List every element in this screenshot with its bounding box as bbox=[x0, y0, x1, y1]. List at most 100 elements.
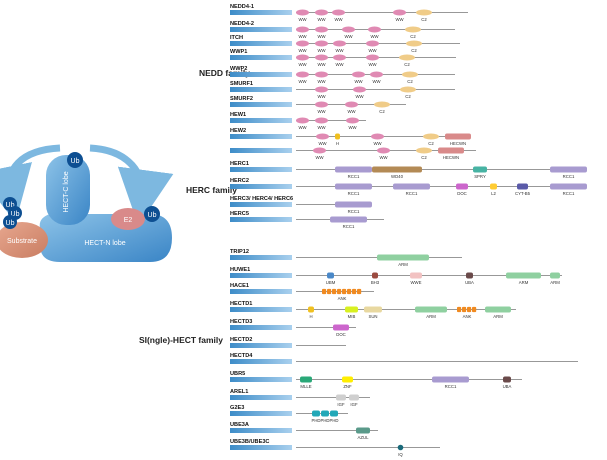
domain-ww bbox=[377, 147, 390, 154]
domain-ww bbox=[342, 26, 355, 33]
domain-igf bbox=[349, 394, 359, 401]
domain-label: C2 bbox=[421, 17, 427, 22]
domain-label: CYT-B5 bbox=[515, 191, 531, 196]
family-label: NEDD family bbox=[199, 68, 250, 78]
domain-label: WW bbox=[372, 79, 381, 84]
domain-label: WW bbox=[298, 62, 307, 67]
hect-domain-bar bbox=[230, 10, 292, 15]
domain-ww bbox=[296, 40, 309, 47]
domain-mib bbox=[345, 306, 358, 313]
protein-name: TRIP12 bbox=[230, 249, 249, 255]
domain-label: C2 bbox=[405, 94, 411, 99]
domain-label: WW bbox=[373, 141, 382, 146]
domain-arm bbox=[550, 272, 560, 279]
domain-label: C2 bbox=[411, 48, 417, 53]
hect-domain-bar bbox=[230, 428, 292, 433]
domain-ww bbox=[333, 54, 346, 61]
family-label: HERC family bbox=[186, 185, 237, 195]
domain-ww bbox=[315, 71, 328, 78]
domain-label: WW bbox=[317, 125, 326, 130]
domain-l2 bbox=[490, 183, 497, 190]
domain-ww bbox=[296, 26, 309, 33]
domain-igf bbox=[336, 394, 346, 401]
domain-ww bbox=[370, 71, 383, 78]
domain-c2 bbox=[405, 26, 421, 33]
protein-name: HERC5 bbox=[230, 211, 249, 217]
protein-name: HUWE1 bbox=[230, 267, 250, 273]
domain-h bbox=[308, 306, 314, 313]
domain-rcc1 bbox=[550, 166, 587, 173]
domain-hecw bbox=[438, 147, 464, 154]
hect-c-lobe bbox=[46, 155, 90, 225]
family-label: SI(ngle)-HECT family bbox=[139, 335, 223, 345]
domain-ww bbox=[296, 9, 309, 16]
domain-label: RCC1 bbox=[348, 174, 360, 179]
protein-name: NEDD4-1 bbox=[230, 4, 254, 10]
domain-ank-repeat bbox=[342, 288, 347, 295]
hect-domain-bar bbox=[230, 118, 292, 123]
domain-ww bbox=[315, 54, 328, 61]
domain-label: WW bbox=[335, 62, 344, 67]
domain-ank-repeat bbox=[467, 306, 472, 313]
domain-label: C2 bbox=[379, 109, 385, 114]
domain-ank-repeat bbox=[357, 288, 362, 295]
domain-label: ANK bbox=[338, 296, 347, 301]
protein-name: WWP1 bbox=[230, 49, 247, 55]
domain-label: WW bbox=[335, 48, 344, 53]
domain-label: WW bbox=[317, 48, 326, 53]
domain-c2 bbox=[400, 86, 416, 93]
domain-label: WW bbox=[395, 17, 404, 22]
domain-rcc1 bbox=[432, 376, 469, 383]
domain-label: WW bbox=[379, 155, 388, 160]
domain-ww bbox=[315, 26, 328, 33]
hect-domain-bar bbox=[230, 273, 292, 278]
domain-ank-repeat bbox=[347, 288, 352, 295]
domain-label: WW bbox=[317, 94, 326, 99]
domain-label: IGF bbox=[337, 402, 345, 407]
domain-label: ARM bbox=[550, 280, 560, 285]
hect-domain-bar bbox=[230, 41, 292, 46]
domain-label: WW bbox=[354, 79, 363, 84]
domain-label: UBA bbox=[503, 384, 512, 389]
svg-text:Ub: Ub bbox=[11, 211, 20, 218]
domain-label: SPRY bbox=[474, 174, 486, 179]
domain-c2 bbox=[416, 147, 432, 154]
domain-ank-repeat bbox=[332, 288, 337, 295]
domain-label: WW bbox=[317, 109, 326, 114]
domain-label: HECWN bbox=[443, 155, 459, 160]
hect-mechanism-schematic: HECT-C lobe HECT-N lobe Substrate E2 Ub … bbox=[0, 144, 174, 262]
hect-domain-bar bbox=[230, 255, 292, 260]
protein-name: HERC2 bbox=[230, 178, 249, 184]
protein-name: HEW1 bbox=[230, 112, 246, 118]
domain-rcc1 bbox=[330, 216, 367, 223]
domain-ank-repeat bbox=[337, 288, 342, 295]
transfer-arrow-right bbox=[89, 144, 174, 226]
domain-ank-repeat bbox=[322, 288, 327, 295]
hect-domain-bar bbox=[230, 55, 292, 60]
domain-znf bbox=[342, 376, 353, 383]
domain-label: MIB bbox=[348, 314, 356, 319]
domain-azul bbox=[356, 427, 370, 434]
domain-label: WW bbox=[355, 94, 364, 99]
domain-label: UBM bbox=[326, 280, 336, 285]
protein-name: WWP2 bbox=[230, 66, 247, 72]
domain-label: WW bbox=[318, 141, 327, 146]
hect-domain-bar bbox=[230, 377, 292, 382]
domain-label: WW bbox=[317, 17, 326, 22]
domain-label: BH3 bbox=[371, 280, 380, 285]
domain-label: WW bbox=[368, 48, 377, 53]
domain-c2 bbox=[402, 71, 418, 78]
domain-label: WW bbox=[344, 34, 353, 39]
domain-label: ANK bbox=[463, 314, 472, 319]
domain-label: C2 bbox=[421, 155, 427, 160]
domain-label: C2 bbox=[404, 62, 410, 67]
hect-domain-bar bbox=[230, 343, 292, 348]
protein-name: HACE1 bbox=[230, 283, 249, 289]
protein-name: HERC3/ HERC4/ HERC6 bbox=[230, 196, 293, 202]
